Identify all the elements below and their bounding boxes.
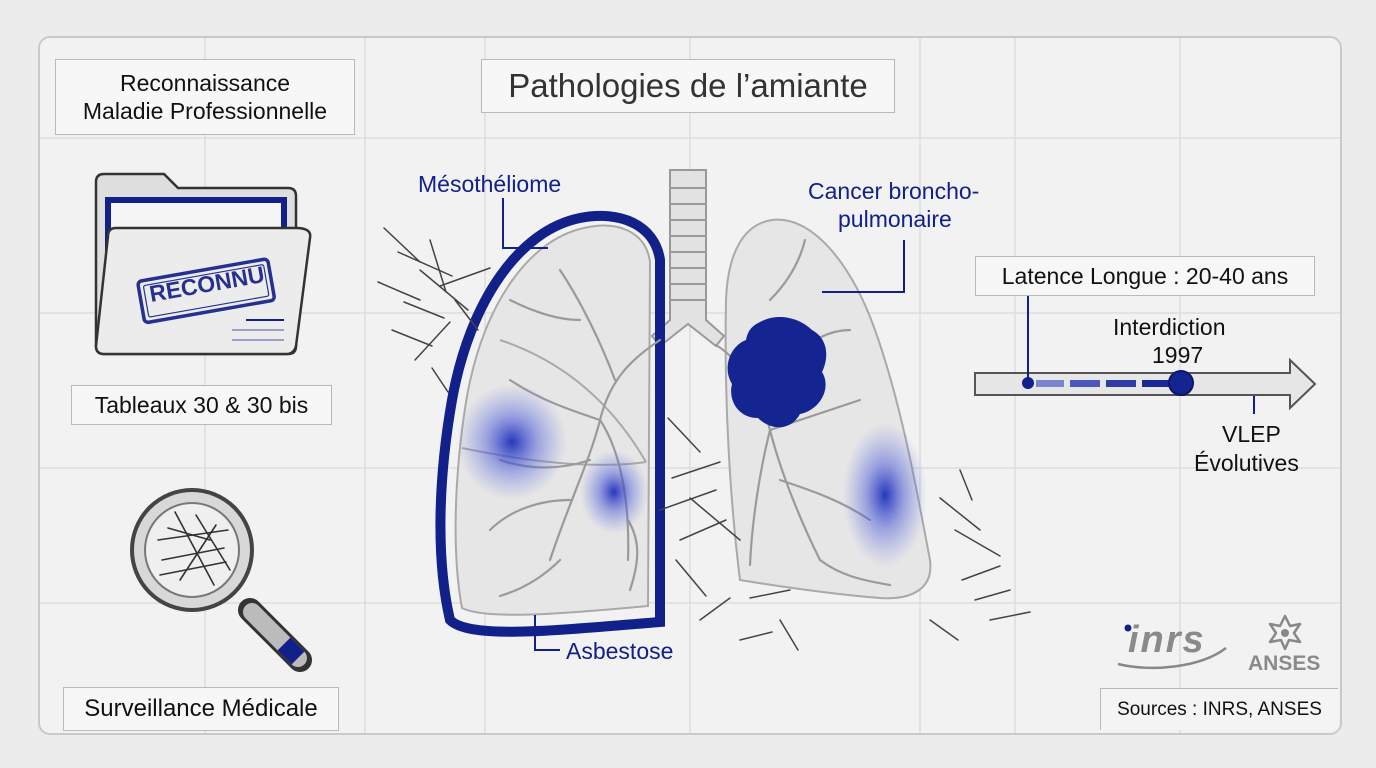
cancer-label-line1: Cancer broncho- [808,178,980,204]
surveillance-box: Surveillance Médicale [63,687,339,731]
folder-icon [94,172,312,356]
recognition-heading-line1: Reconnaissance [119,70,291,96]
leader-lines [502,198,905,651]
timeline-arrow [974,296,1317,414]
vlep-label-line1: VLEP [1222,421,1281,447]
ban-label-line1: Interdiction [1113,314,1226,340]
recognition-heading-line2: Maladie Professionnelle [82,98,328,124]
asbestosis-label: Asbestose [566,638,674,664]
inrs-logo-text: inrs [1128,619,1206,661]
left-lung [435,210,665,637]
ban-label-line2: 1997 [1152,342,1204,368]
recognition-heading-box: Reconnaissance Maladie Professionnelle [55,59,355,135]
sources-box: Sources : INRS, ANSES [1100,688,1338,730]
tumor-blob [727,316,827,428]
latency-box: Latence Longue : 20-40 ans [975,256,1315,296]
anses-logo-text: ANSES [1248,652,1321,675]
reconnu-stamp [136,257,276,325]
mesothelioma-label: Mésothéliome [418,171,562,197]
inrs-logo [1117,624,1227,670]
tables-box: Tableaux 30 & 30 bis [71,385,332,425]
cancer-label-line2: pulmonaire [838,206,952,232]
vlep-label-line2: Évolutives [1194,450,1299,476]
page-title: Pathologies de l’amiante [481,59,895,113]
anses-logo-icon [1268,614,1302,651]
right-lung [714,218,932,600]
magnifying-glass-icon [130,488,312,672]
asbestos-fiber-icons [377,227,1031,651]
